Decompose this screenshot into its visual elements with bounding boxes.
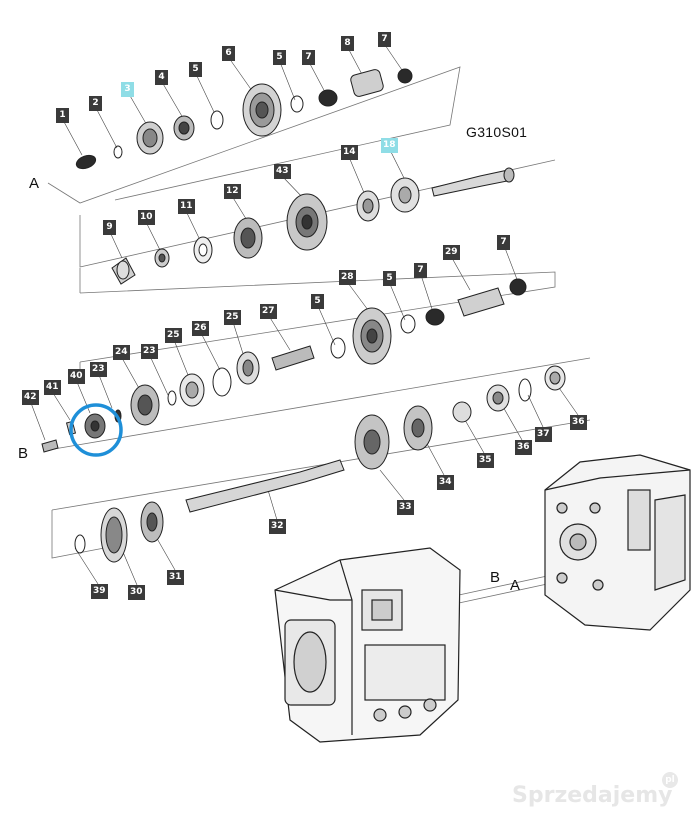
callout-r1-2: 3: [121, 82, 134, 97]
callout-r3-4: 24: [113, 345, 130, 360]
callout-r3-13: 7: [414, 263, 427, 278]
callout-r3-6: 25: [165, 328, 182, 343]
callout-r3-8: 25: [224, 310, 241, 325]
callout-r1-3: 4: [155, 70, 168, 85]
guide-line-7: [51, 510, 121, 559]
row1-parts: [75, 68, 413, 170]
callout-r1-9: 7: [378, 32, 391, 47]
callout-r1-6: 5: [273, 50, 286, 65]
callout-r3-11: 28: [339, 270, 356, 285]
watermark-text: Sprzedajemy: [512, 783, 673, 808]
guide-line-4: [79, 271, 556, 363]
callout-r2-3: 12: [224, 184, 241, 199]
callout-r1-8: 8: [341, 36, 354, 51]
diagram-code: G310S01: [466, 124, 528, 140]
callout-r2-4: 43: [274, 164, 291, 179]
watermark-badge: pl: [662, 772, 678, 788]
guide-line-6: [47, 357, 591, 451]
callout-r4-0: 39: [91, 584, 108, 599]
guide-line-1: [47, 66, 461, 204]
callout-r3-15: 7: [497, 235, 510, 250]
callout-r3-3: 23: [90, 362, 107, 377]
row2-parts: [111, 167, 515, 285]
guide-line-8: [51, 419, 591, 511]
row3-parts: [41, 278, 527, 453]
housing-front: [274, 547, 461, 743]
connector-a-label-housing: A: [510, 577, 521, 594]
callout-r2-0: 9: [103, 220, 116, 235]
callout-r4-5: 34: [437, 475, 454, 490]
callout-r1-0: 1: [56, 108, 69, 123]
callout-r2-1: 10: [138, 210, 155, 225]
callout-r4-4: 33: [397, 500, 414, 515]
callout-r4-1: 30: [128, 585, 145, 600]
row4-parts: [74, 365, 566, 563]
callout-r3-9: 27: [260, 304, 277, 319]
connector-b-label-housing: B: [490, 569, 501, 586]
callout-r4-6: 35: [477, 453, 494, 468]
callout-r1-7: 7: [302, 50, 315, 65]
connector-a-label: A: [29, 175, 40, 192]
callout-r3-0: 42: [22, 390, 39, 405]
callout-r4-8: 37: [535, 427, 552, 442]
highlight-circle: [69, 403, 123, 457]
callout-r3-7: 26: [192, 321, 209, 336]
connector-b-label: B: [18, 445, 29, 462]
callout-r3-5: 23: [141, 344, 158, 359]
callout-r4-7: 36: [515, 440, 532, 455]
callout-r2-6: 18: [381, 138, 398, 153]
callout-r2-5: 14: [341, 145, 358, 160]
callout-r3-12: 5: [383, 271, 396, 286]
callout-r4-3: 32: [269, 519, 286, 534]
callout-r3-14: 29: [443, 245, 460, 260]
housing-rear: [544, 454, 691, 631]
callout-r4-9: 36: [570, 415, 587, 430]
callout-r3-1: 41: [44, 380, 61, 395]
callout-r4-2: 31: [167, 570, 184, 585]
callout-r1-5: 6: [222, 46, 235, 61]
callout-r1-4: 5: [189, 62, 202, 77]
callout-r3-10: 5: [311, 294, 324, 309]
callout-r3-2: 40: [68, 369, 85, 384]
callout-r2-2: 11: [178, 199, 195, 214]
callout-r1-1: 2: [89, 96, 102, 111]
